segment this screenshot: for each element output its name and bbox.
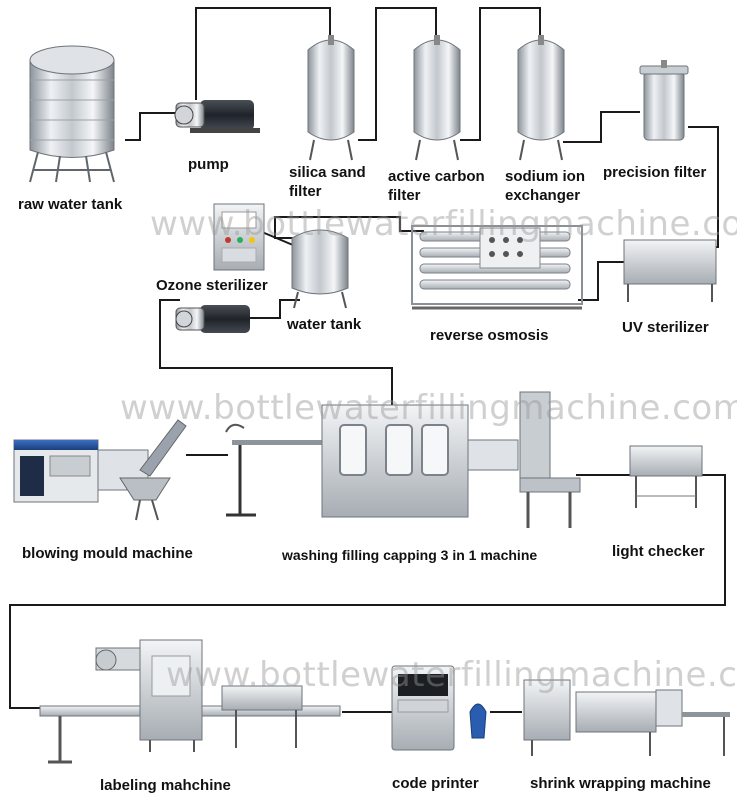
silica-sand-filter-image: [307, 35, 355, 161]
watermark-1: www.bottlewaterfillingmachine.com: [150, 204, 737, 244]
pipe-carbon-to-sodium: [460, 7, 541, 141]
pipe-ro-to-tank: [274, 216, 424, 239]
label-sodium-ion-exchanger: sodium ion exchanger: [505, 168, 585, 204]
label-code-printer: code printer: [392, 775, 479, 792]
label-light-checker: light checker: [612, 543, 705, 560]
label-washing-filling-capping: washing filling capping 3 in 1 machine: [282, 547, 538, 563]
blowing-mould-machine-image: [13, 419, 187, 521]
pump-image: [174, 100, 260, 133]
code-printer-image: [391, 665, 487, 751]
pipe-pump-to-sand: [195, 7, 331, 100]
washing-filling-capping-machine-image: [225, 391, 581, 528]
light-checker-image: [629, 445, 703, 508]
pipe-sand-to-carbon: [358, 7, 437, 141]
water-tank-image: [291, 229, 349, 309]
label-raw-water-tank: raw water tank: [18, 196, 123, 213]
label-ozone-sterilizer: Ozone sterilizer: [156, 277, 268, 294]
watermark-3: www.bottlewaterfillingmachine.com: [166, 655, 737, 695]
pipe-network: [9, 7, 726, 713]
raw-water-tank-image: [29, 45, 115, 183]
label-active-carbon-filter: active carbon filter: [388, 168, 485, 204]
pipe-tank-to-pump2: [248, 299, 300, 319]
pipe-tank-to-pump: [125, 112, 180, 141]
label-reverse-osmosis: reverse osmosis: [430, 327, 549, 344]
reverse-osmosis-image: [411, 225, 583, 310]
labeling-machine-image: [39, 639, 341, 764]
shrink-wrapping-machine-image: [523, 679, 730, 756]
label-silica-sand-filter: silica sand filter: [289, 164, 366, 200]
ozone-sterilizer-image: [213, 203, 265, 271]
pipe-pump2-to-filler: [159, 299, 393, 405]
watermark-2: www.bottlewaterfillingmachine.com: [120, 388, 737, 428]
label-blowing-mould-machine: blowing mould machine: [22, 545, 193, 562]
label-pump: pump: [188, 156, 229, 173]
active-carbon-filter-image: [413, 35, 461, 161]
pump-2-image: [175, 305, 250, 333]
pipe-sodium-to-precision: [563, 111, 640, 143]
label-precision-filter: precision filter: [603, 164, 707, 181]
sodium-ion-exchanger-image: [517, 35, 565, 161]
label-water-tank: water tank: [287, 316, 362, 333]
label-shrink-wrapping-machine: shrink wrapping machine: [530, 775, 711, 792]
pipe-uv-to-ro: [578, 261, 625, 301]
label-uv-sterilizer: UV sterilizer: [622, 319, 709, 336]
uv-sterilizer-image: [623, 239, 717, 302]
label-labeling-machine: labeling mahchine: [100, 777, 231, 794]
precision-filter-image: [639, 60, 689, 141]
